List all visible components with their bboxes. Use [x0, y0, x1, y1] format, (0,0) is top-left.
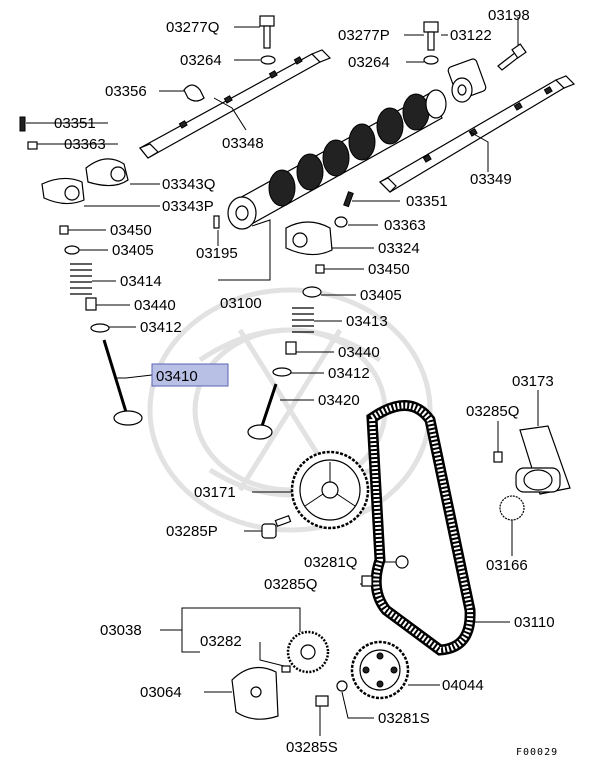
stem-seal-03440-right[interactable]	[285, 341, 297, 355]
label-03285q-upper[interactable]: 03285Q	[466, 403, 519, 420]
label-03173[interactable]: 03173	[512, 373, 554, 390]
valve-spring-03413[interactable]	[292, 307, 314, 333]
label-03171[interactable]: 03171	[194, 484, 236, 501]
adjust-screw-right[interactable]	[343, 191, 354, 208]
label-03264-left[interactable]: 03264	[180, 52, 222, 69]
label-03450-right[interactable]: 03450	[368, 261, 410, 278]
intake-valve-03410[interactable]	[102, 339, 143, 426]
label-03166[interactable]: 03166	[486, 557, 528, 574]
bolt-03285q-lower[interactable]	[361, 575, 373, 587]
washer-03264-right[interactable]	[423, 55, 439, 65]
label-03277p[interactable]: 03277P	[338, 27, 390, 44]
flange-plate-03064[interactable]	[231, 666, 279, 720]
label-03343q[interactable]: 03343Q	[162, 176, 215, 193]
bolt-03277p[interactable]	[423, 21, 439, 51]
lash-adjuster-03450-left[interactable]	[59, 225, 69, 235]
pin-03195[interactable]	[213, 215, 220, 229]
stem-seal-03440-left[interactable]	[85, 297, 97, 311]
label-03198[interactable]: 03198	[488, 7, 530, 24]
rocker-shaft-left[interactable]	[139, 49, 332, 159]
leader-lines	[26, 17, 539, 736]
figure-code: F00029	[516, 747, 558, 758]
label-03413[interactable]: 03413	[346, 313, 388, 330]
retainer-03405-left[interactable]	[64, 245, 80, 255]
label-03064[interactable]: 03064	[140, 684, 182, 701]
label-03324[interactable]: 03324	[378, 240, 420, 257]
rocker-arm-03343p[interactable]	[41, 177, 85, 205]
tensioner-spring[interactable]	[499, 495, 525, 521]
key-pin-03282[interactable]	[281, 665, 291, 673]
label-03420[interactable]: 03420	[318, 392, 360, 409]
label-03285p[interactable]: 03285P	[166, 523, 218, 540]
adjust-screw-left[interactable]	[19, 116, 26, 132]
camshaft[interactable]	[227, 89, 447, 230]
spring-seat-03412-left[interactable]	[90, 323, 110, 333]
bolt-03277q[interactable]	[259, 15, 275, 49]
label-03264-right[interactable]: 03264	[348, 54, 390, 71]
rocker-shaft-right[interactable]	[378, 75, 576, 193]
bolt-03285q-tensioner[interactable]	[493, 451, 503, 463]
oil-pump-sprocket[interactable]	[350, 640, 410, 700]
label-03351-left[interactable]: 03351	[54, 115, 96, 132]
label-03282[interactable]: 03282	[200, 633, 242, 650]
label-03343p[interactable]: 03343P	[162, 198, 214, 215]
rocker-arm-03324[interactable]	[285, 221, 333, 256]
label-03412-right[interactable]: 03412	[328, 365, 370, 382]
washer-03264-left[interactable]	[260, 55, 276, 65]
highlight-box	[151, 363, 229, 387]
label-03195[interactable]: 03195	[196, 245, 238, 262]
label-03363-left[interactable]: 03363	[64, 136, 106, 153]
adjust-nut-right[interactable]	[334, 216, 348, 228]
label-03414[interactable]: 03414	[120, 273, 162, 290]
timing-belt[interactable]	[366, 400, 476, 656]
rocker-arm-03343q[interactable]	[85, 158, 129, 187]
bolt-03285p[interactable]	[261, 515, 292, 539]
label-03405-left[interactable]: 03405	[112, 242, 154, 259]
label-03440-left[interactable]: 03440	[134, 297, 176, 314]
part-labels: 03277Q 03264 03356 03351 03363 03348 033…	[54, 7, 555, 756]
label-03038[interactable]: 03038	[100, 622, 142, 639]
label-03122[interactable]: 03122	[450, 27, 492, 44]
label-03356[interactable]: 03356	[105, 83, 147, 100]
label-03412-left[interactable]: 03412	[140, 319, 182, 336]
retainer-03405-right[interactable]	[302, 286, 322, 298]
label-03281s[interactable]: 03281S	[378, 710, 430, 727]
label-04044[interactable]: 04044	[442, 677, 484, 694]
bolt-03285s[interactable]	[315, 695, 329, 707]
washer-03281q[interactable]	[395, 555, 409, 569]
camshaft-sprocket[interactable]	[290, 450, 370, 530]
crank-sprocket[interactable]	[286, 630, 330, 674]
label-03100[interactable]: 03100	[220, 295, 262, 312]
adjust-nut-left[interactable]	[27, 141, 38, 150]
label-03285s[interactable]: 03285S	[286, 739, 338, 756]
shaft-clip-03356[interactable]	[183, 84, 205, 102]
label-03348[interactable]: 03348	[222, 135, 264, 152]
camshaft-seal[interactable]	[447, 58, 487, 103]
label-03281q[interactable]: 03281Q	[304, 554, 357, 571]
label-03410[interactable]: 03410	[156, 368, 198, 385]
exhaust-valve-03420[interactable]	[247, 383, 278, 440]
spring-seat-03412-right[interactable]	[272, 367, 292, 377]
bolt-03198[interactable]	[497, 43, 527, 71]
label-03110[interactable]: 03110	[514, 614, 555, 631]
valve-spring-03414[interactable]	[70, 263, 92, 295]
label-03440-right[interactable]: 03440	[338, 344, 380, 361]
lash-adjuster-03450-right[interactable]	[315, 264, 325, 274]
label-03363-right[interactable]: 03363	[384, 217, 426, 234]
washer-03281s[interactable]	[336, 680, 348, 692]
label-03405-right[interactable]: 03405	[360, 287, 402, 304]
label-03351-right[interactable]: 03351	[406, 193, 448, 210]
belt-tensioner[interactable]	[515, 425, 571, 495]
label-03450-left[interactable]: 03450	[110, 222, 152, 239]
label-03285q-lower[interactable]: 03285Q	[264, 576, 317, 593]
label-03349[interactable]: 03349	[470, 171, 512, 188]
label-03277q[interactable]: 03277Q	[166, 19, 219, 36]
